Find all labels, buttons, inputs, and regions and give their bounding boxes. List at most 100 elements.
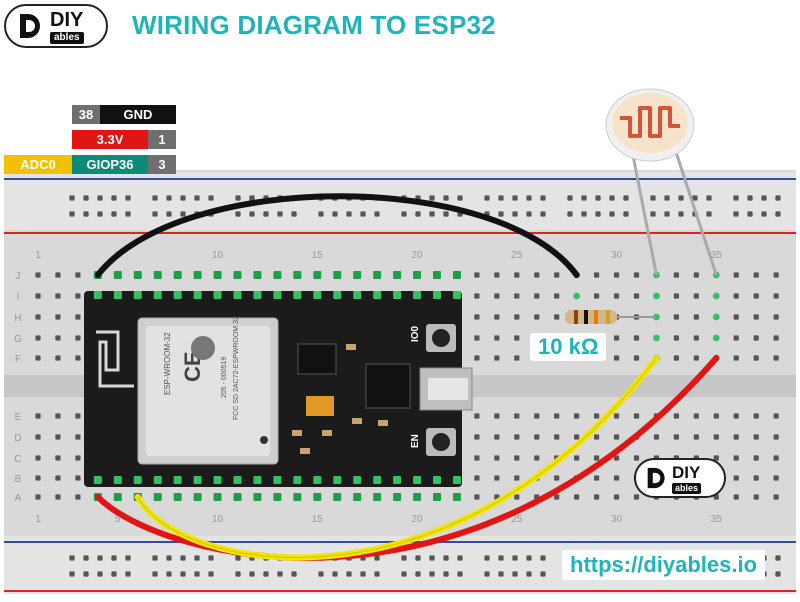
row-letter-F: F	[15, 354, 21, 365]
hole	[733, 413, 739, 419]
esp32-header-pin	[373, 493, 382, 501]
smd-part	[300, 448, 310, 454]
esp32-header-pin	[173, 291, 182, 299]
rail-hole	[498, 571, 504, 577]
esp32-header-pin	[273, 271, 282, 279]
rail-hole	[567, 195, 573, 201]
hole	[613, 494, 620, 500]
esp32-header-pin	[393, 493, 402, 501]
esp32-header-pin	[413, 493, 422, 501]
hole	[55, 475, 61, 481]
hole	[753, 494, 759, 500]
en-label: EN	[410, 434, 421, 448]
resistor-band	[584, 310, 588, 324]
rail-hole	[374, 571, 380, 577]
hole	[693, 335, 699, 341]
hole	[554, 314, 560, 320]
rail-hole	[526, 195, 532, 201]
rail-hole	[374, 555, 380, 561]
hole	[613, 434, 620, 440]
rail-hole	[415, 211, 421, 217]
hole	[514, 314, 520, 320]
rail-hole	[401, 211, 407, 217]
hole	[55, 434, 61, 440]
hole	[673, 272, 679, 278]
row-letter-D: D	[14, 433, 21, 444]
hole	[613, 272, 620, 278]
resistor-band	[594, 310, 598, 324]
hole	[713, 434, 719, 440]
esp32-header-pin	[213, 476, 222, 484]
hole	[673, 355, 679, 361]
hole	[35, 355, 41, 361]
hole	[693, 272, 699, 278]
hole	[574, 434, 580, 440]
rail-hole	[498, 211, 504, 217]
rail-hole	[595, 195, 601, 201]
hole	[733, 355, 739, 361]
hole	[75, 335, 81, 341]
hole	[554, 434, 560, 440]
esp32-header-pin	[452, 476, 461, 484]
col-number-top-15: 15	[312, 250, 324, 261]
esp32-header-pin	[193, 476, 202, 484]
hole	[613, 475, 620, 481]
rail-hole	[263, 571, 269, 577]
hole	[534, 455, 540, 461]
esp32-header-pin	[313, 271, 322, 279]
rail-hole	[249, 571, 255, 577]
esp32-header-pin	[233, 493, 242, 501]
gnd-wire	[94, 193, 580, 278]
rail-hole	[401, 571, 407, 577]
hole	[75, 413, 81, 419]
rail-hole	[152, 571, 158, 577]
rail-hole	[775, 555, 781, 561]
esp32-header-pin	[153, 493, 162, 501]
rail-hole	[664, 211, 670, 217]
rail-hole	[581, 211, 587, 217]
rail-hole	[512, 571, 518, 577]
rail-hole	[595, 211, 601, 217]
rail-hole	[360, 571, 366, 577]
hole	[75, 455, 81, 461]
hole	[773, 475, 779, 481]
rail-hole	[332, 211, 338, 217]
rail-hole	[166, 211, 172, 217]
hole	[733, 314, 739, 320]
rail-hole	[69, 195, 75, 201]
hole	[474, 355, 480, 361]
rail-hole	[152, 555, 158, 561]
esp32-header-pin	[413, 476, 422, 484]
esp32-header-pin	[333, 291, 342, 299]
hole	[35, 413, 41, 419]
pin-adc0-label: ADC0	[4, 155, 72, 174]
rail-hole	[180, 195, 186, 201]
rail-hole	[180, 571, 186, 577]
esp32-header-pin	[433, 476, 441, 484]
esp32-header-pin	[193, 291, 202, 299]
esp32-header-pin	[213, 291, 222, 299]
esp32-header-pin	[452, 271, 461, 279]
rail-hole	[443, 555, 449, 561]
rail-hole	[761, 211, 767, 217]
hole	[773, 434, 779, 440]
rail-hole	[83, 195, 89, 201]
esp32-header-pin	[113, 476, 122, 484]
esp32-header-pin	[213, 271, 222, 279]
esp32-header-pin	[373, 476, 382, 484]
esp32-header-pin	[393, 291, 402, 299]
hole	[534, 272, 540, 278]
esp32-header-pin	[373, 291, 382, 299]
logo-small-diy-text: DIY	[672, 463, 701, 482]
col-number-bottom-25: 25	[511, 514, 523, 525]
diyables-glyph-icon-small	[647, 467, 665, 489]
hole	[653, 434, 660, 440]
esp32-header-pin	[293, 493, 302, 501]
esp32-header-pin	[433, 271, 441, 279]
hole	[474, 314, 480, 320]
logo-ables-text: ables	[50, 32, 84, 44]
diyables-logo-small: DIY ables	[634, 458, 726, 498]
rail-hole	[512, 195, 518, 201]
wroom-label: ESP-WROOM-32	[163, 332, 172, 395]
rail-hole	[457, 555, 463, 561]
